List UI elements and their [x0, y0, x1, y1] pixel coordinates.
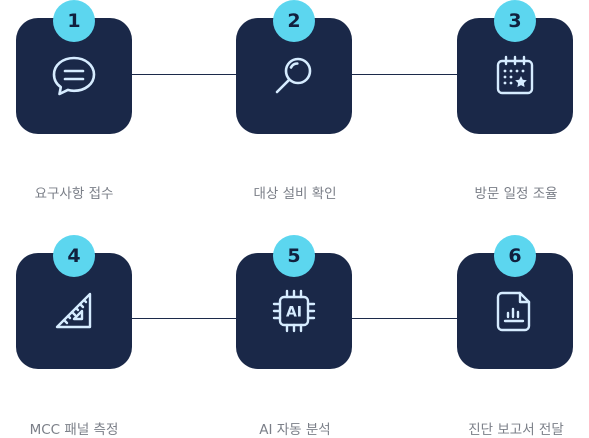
chip-text: AI [286, 305, 302, 321]
step-4: 4 [16, 235, 132, 369]
report-chart-icon [496, 291, 531, 332]
step-3-number-badge: 3 [494, 0, 536, 42]
step-4-number-badge: 4 [53, 235, 95, 277]
step-1-number-badge: 1 [53, 0, 95, 42]
set-square-ruler-icon [55, 292, 92, 329]
ai-chip-icon: AI [272, 289, 316, 333]
chat-bubble-icon [52, 56, 96, 96]
step-1-label: 요구사항 접수 [34, 186, 114, 202]
step-2-label: 대상 설비 확인 [253, 186, 337, 202]
step-4-box [16, 253, 132, 369]
step-5: AI 5 [236, 235, 352, 369]
step-2-number-badge: 2 [273, 0, 315, 42]
step-6-number-badge: 6 [494, 235, 536, 277]
connector-4-5 [131, 318, 237, 319]
step-6-label: 진단 보고서 전달 [468, 422, 564, 438]
connector-1-2 [131, 74, 237, 75]
connector-5-6 [352, 318, 458, 319]
step-2: 2 [236, 0, 352, 134]
step-1: 1 [16, 0, 132, 134]
connector-2-3 [352, 74, 458, 75]
step-3: 3 [457, 0, 573, 134]
magnifier-icon [275, 57, 312, 94]
calendar-star-icon [496, 55, 534, 95]
step-5-label: AI 자동 분석 [259, 422, 331, 438]
step-3-label: 방문 일정 조율 [474, 186, 558, 202]
step-4-label: MCC 패널 측정 [29, 422, 119, 438]
step-5-number-badge: 5 [273, 235, 315, 277]
step-6: 6 [457, 235, 573, 369]
